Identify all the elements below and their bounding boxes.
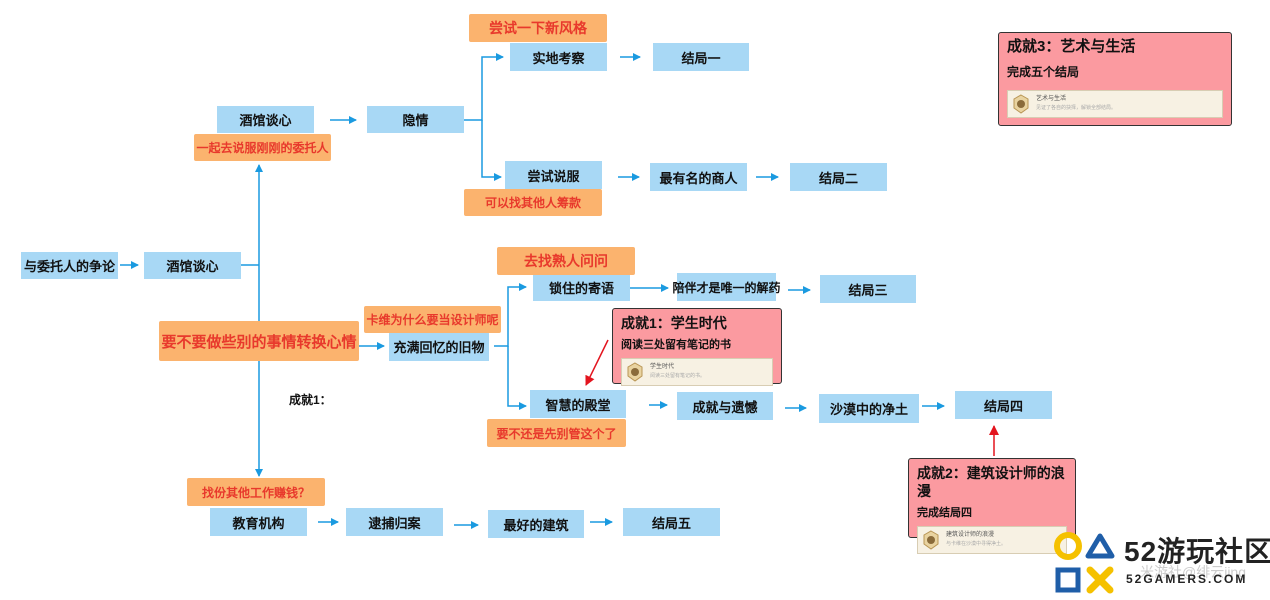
- achievement-title: 成就2：建筑设计师的浪漫: [917, 465, 1065, 499]
- node-arrest: 逮捕归案: [346, 508, 443, 536]
- node-field-study: 实地考察: [510, 43, 607, 71]
- node-tavern-heart-upper: 酒馆谈心: [217, 106, 314, 133]
- node-desert-land: 沙漠中的净土: [819, 394, 919, 423]
- achievement-card-title: 艺术与生活: [1036, 96, 1067, 102]
- node-famous-merchant: 最有名的商人: [650, 163, 747, 191]
- achievement-panel-2: 成就2：建筑设计师的浪漫 完成结局四 建筑设计师的浪漫 与卡维在沙漠中寻得净土。: [908, 458, 1076, 554]
- logo-domain: 52GAMERS.COM: [1126, 572, 1248, 586]
- achievement-title: 成就3：艺术与生活: [1007, 38, 1136, 55]
- logo-wordmark: 52游玩社区: [1124, 530, 1270, 570]
- achievement-card: 建筑设计师的浪漫 与卡维在沙漠中寻得净土。: [917, 526, 1067, 554]
- note-why-designer: 卡维为什么要当设计师呢: [364, 306, 501, 333]
- note-find-funding: 可以找其他人筹款: [464, 189, 602, 216]
- red-arrow-ach1: [585, 339, 609, 386]
- achievement-badge-icon: [923, 530, 939, 550]
- node-ending-1: 结局一: [653, 43, 749, 71]
- node-ending-2: 结局二: [790, 163, 887, 191]
- achievement-badge-icon: [1013, 94, 1029, 114]
- achievement-card-title: 学生时代: [650, 364, 675, 370]
- branch-memory-down: [507, 346, 527, 410]
- watermark-text: 米游社@绯云jing: [1140, 564, 1247, 580]
- node-try-persuade: 尝试说服: [505, 161, 602, 189]
- node-ending-5: 结局五: [623, 508, 720, 536]
- node-tavern-heart-main: 酒馆谈心: [144, 252, 241, 279]
- note-leave-it: 要不还是先别管这个了: [487, 419, 626, 447]
- branch-hidden-up: [464, 53, 504, 121]
- achievement-1-label: 成就1：: [289, 393, 332, 407]
- achievement-subtitle: 完成结局四: [917, 507, 972, 519]
- branch-hidden-down: [481, 120, 502, 181]
- achievement-card: 学生时代 阅读三处留有笔记的书。: [621, 358, 773, 386]
- logo-shapes-icon: [1054, 532, 1115, 594]
- achievement-panel-1: 成就1：学生时代 阅读三处留有笔记的书 学生时代 阅读三处留有笔记的书。: [612, 308, 782, 386]
- node-achievement-regret: 成就与遗憾: [677, 392, 773, 420]
- achievement-card-title: 建筑设计师的浪漫: [946, 532, 995, 538]
- node-dispute: 与委托人的争论: [21, 252, 118, 279]
- note-find-job: 找份其他工作赚钱？: [187, 478, 325, 506]
- node-wisdom-hall: 智慧的殿堂: [530, 390, 626, 418]
- note-switch-mood: 要不要做些别的事情转换心情: [159, 321, 359, 361]
- node-ending-4: 结局四: [955, 391, 1052, 419]
- achievement-card-desc: 与卡维在沙漠中寻得净土。: [946, 541, 1007, 547]
- node-locked-message: 锁住的寄语: [533, 273, 630, 301]
- node-memory-items: 充满回忆的旧物: [389, 332, 489, 361]
- node-ending-3: 结局三: [820, 275, 916, 303]
- achievement-card-desc: 阅读三处留有笔记的书。: [650, 373, 706, 379]
- achievement-subtitle: 完成五个结局: [1007, 65, 1080, 79]
- node-education: 教育机构: [210, 508, 307, 536]
- note-ask-friend: 去找熟人问问: [497, 247, 635, 275]
- achievement-badge-icon: [627, 362, 643, 382]
- achievement-subtitle: 阅读三处留有笔记的书: [621, 339, 731, 351]
- note-persuade-client: 一起去说服刚刚的委托人: [194, 134, 331, 161]
- note-new-style: 尝试一下新风格: [469, 14, 607, 42]
- node-hidden-feelings: 隐情: [367, 106, 464, 133]
- achievement-card-desc: 见证了各自的抉择，解锁全部结局。: [1036, 105, 1117, 111]
- logo-number: 52: [1124, 536, 1158, 567]
- node-best-building: 最好的建筑: [488, 510, 584, 538]
- achievement-panel-3: 成就3：艺术与生活 完成五个结局 艺术与生活 见证了各自的抉择，解锁全部结局。: [998, 32, 1232, 126]
- branch-memory-split: [494, 283, 527, 347]
- achievement-title: 成就1：学生时代: [621, 315, 727, 331]
- node-companionship: 陪伴才是唯一的解药: [673, 273, 781, 301]
- achievement-card: 艺术与生活 见证了各自的抉择，解锁全部结局。: [1007, 90, 1223, 118]
- site-logo: 52游玩社区 52GAMERS.COM: [1052, 528, 1270, 598]
- logo-text: 游玩社区: [1157, 536, 1270, 567]
